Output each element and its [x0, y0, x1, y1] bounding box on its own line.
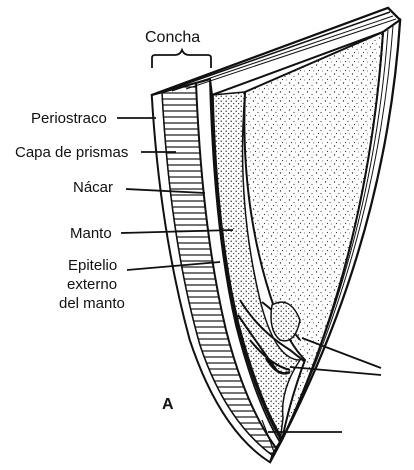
- label-epitelio-line3: del manto: [59, 295, 125, 312]
- label-nacar: Nácar: [73, 179, 113, 196]
- label-manto: Manto: [70, 225, 112, 242]
- label-capa-de-prismas: Capa de prismas: [15, 144, 128, 161]
- concha-bracket: [152, 50, 211, 68]
- label-periostraco: Periostraco: [31, 110, 107, 127]
- label-epitelio-line1: Epitelio: [68, 257, 117, 274]
- diagram-drawing: [152, 8, 400, 462]
- label-epitelio-line2: externo: [67, 276, 117, 293]
- label-concha: Concha: [145, 29, 200, 46]
- panel-letter: A: [162, 396, 174, 413]
